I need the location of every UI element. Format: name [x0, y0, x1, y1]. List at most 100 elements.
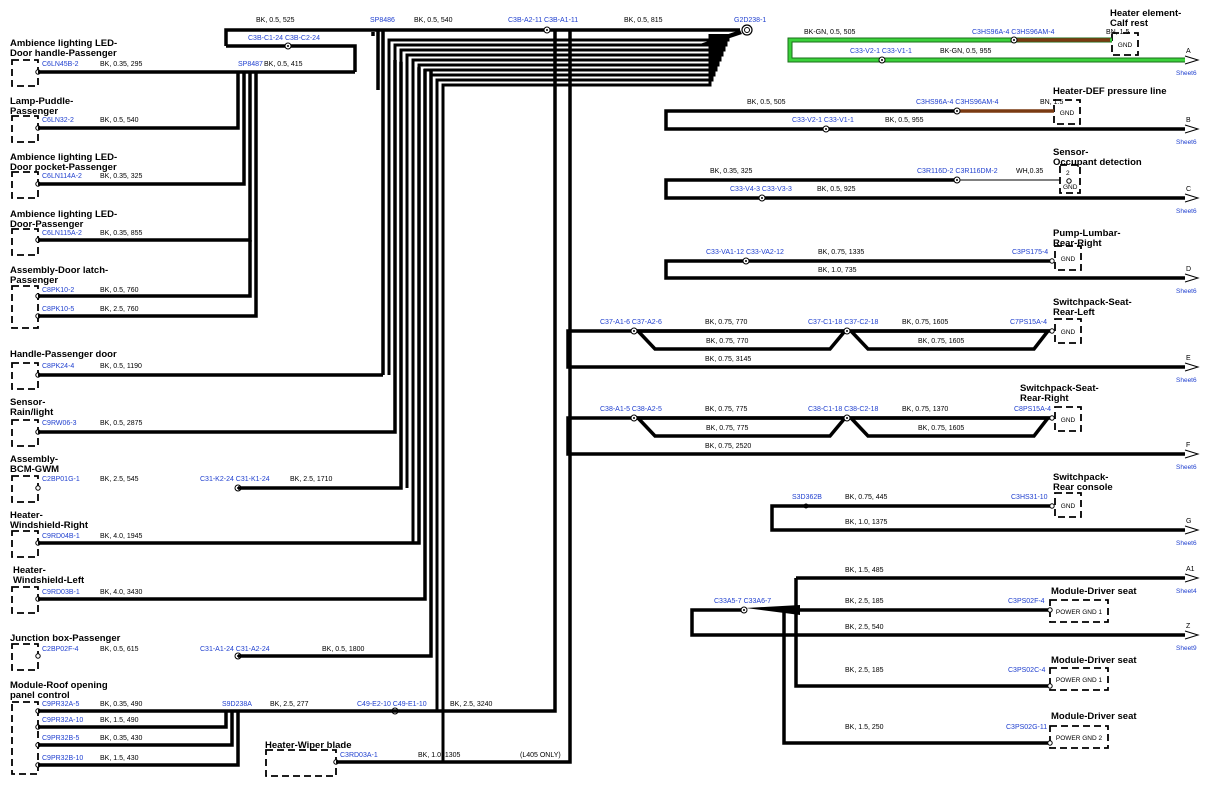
connector-label: C31-K2-24 C31-K1-24 [200, 476, 270, 483]
wire-label: BK, 2.5, 1710 [290, 476, 333, 483]
splice-label: SP8486 [370, 17, 395, 24]
reference-arrow [1184, 362, 1200, 372]
component-label: Sensor-Occupant detection [1053, 147, 1142, 168]
wire [38, 711, 240, 767]
wire [38, 72, 246, 186]
reference-label: Z [1186, 623, 1191, 630]
pin-number: 2 [1066, 170, 1070, 177]
wire [417, 34, 720, 543]
connector-label: C8PK10-5 [42, 306, 74, 313]
wire [411, 34, 722, 543]
connector-label: C3HS96A-4 C3HS96AM-4 [972, 29, 1055, 36]
sheet-label: Sheet6 [1176, 70, 1197, 77]
wire-label: BK, 0.75, 1605 [902, 319, 948, 326]
pin-marker [1066, 178, 1072, 184]
component-box [1049, 667, 1109, 691]
sheet-label: Sheet6 [1176, 208, 1197, 215]
wire [423, 34, 718, 599]
wire-label: BK, 1.5, 490 [100, 717, 139, 724]
connector-label: C33A5-7 C33A6-7 [714, 598, 771, 605]
wire-label: BK, 1.0, 1375 [845, 519, 888, 526]
wire [38, 72, 258, 318]
component-label: Pump-Lumbar-Rear-Right [1053, 228, 1121, 249]
wire-label: BN, 1.5 [1106, 29, 1129, 36]
wire-label: WH,0.35 [1016, 168, 1043, 175]
wire-label: BK, 0.75, 1370 [902, 406, 948, 413]
wire-label: BK, 2.5, 185 [845, 598, 884, 605]
reference-label: C [1186, 186, 1191, 193]
connector-label: C3HS96A-4 C3HS96AM-4 [916, 99, 999, 106]
reference-label: F [1186, 442, 1190, 449]
wire-label: BK, 1.5, 250 [845, 724, 884, 731]
connector-label: C9RD03B-1 [42, 589, 80, 596]
connector-label: C33-V2-1 C33-V1-1 [850, 48, 912, 55]
wire-label: BK, 0.35, 490 [100, 701, 143, 708]
sheet-label: Sheet6 [1176, 139, 1197, 146]
component-label: Assembly-Door latch-Passenger [10, 265, 108, 286]
component-box [1059, 164, 1081, 194]
component-label: Module-Driver seat [1051, 586, 1137, 597]
component-box [1054, 406, 1082, 432]
wire-label: BK, 0.75, 1605 [918, 425, 964, 432]
component-label: Sensor-Rain/light [10, 397, 54, 418]
wire [336, 30, 572, 764]
wire-label: BK, 0.5, 955 [885, 117, 924, 124]
connector-label: C9PR32B-5 [42, 735, 79, 742]
connector-dot [956, 179, 958, 181]
connector-label: C8PK10-2 [42, 287, 74, 294]
wire-label: BK, 0.5, 815 [624, 17, 663, 24]
sheet-label: Sheet6 [1176, 377, 1197, 384]
sheet-label: Sheet6 [1176, 288, 1197, 295]
component-label: Heater-Wiper blade [265, 740, 352, 751]
wire-label: BK, 0.5, 540 [100, 117, 139, 124]
connector-dot [846, 417, 848, 419]
connector-label: C3PS02G-11 [1006, 724, 1047, 731]
connector-label: C9PR32A-5 [42, 701, 79, 708]
wire-label: BK, 0.35, 325 [710, 168, 753, 175]
ground-label: GND [1063, 184, 1078, 191]
connector-dot [956, 110, 958, 112]
connector-label: C37-A1-6 C37-A2-6 [600, 319, 662, 326]
connector-label: C9PR32A-10 [42, 717, 83, 724]
wire-label: BK, 0.35, 325 [100, 173, 143, 180]
wire-label: BK, 0.75, 775 [705, 406, 748, 413]
ground-wedge [700, 30, 742, 46]
wire-label: BK, 0.5, 615 [100, 646, 139, 653]
splice-label: S3D362B [792, 494, 822, 501]
wire [770, 504, 1185, 532]
component-box [1054, 318, 1082, 344]
connector-label: C6LN32-2 [42, 117, 74, 124]
component-box [11, 228, 39, 256]
component-label: Heater-Windshield-Right [10, 510, 89, 531]
connector-dot [761, 197, 763, 199]
wire [664, 259, 1185, 280]
connector-label: C8PS15A-4 [1014, 406, 1051, 413]
wire-label: BK, 0.5, 540 [414, 17, 453, 24]
component-label: Heater-DEF pressure line [1053, 86, 1167, 97]
connector-label: C33-V4-3 C33-V3-3 [730, 186, 792, 193]
wire [405, 34, 724, 488]
connector-dot [825, 128, 827, 130]
sheet-label: Sheet6 [1176, 464, 1197, 471]
component-label: Ambience lighting LED-Door pocket-Passen… [10, 152, 117, 173]
component-label: Ambience lighting LED-Door-Passenger [10, 209, 117, 230]
component-label: Module-Driver seat [1051, 655, 1137, 666]
pin-marker [1049, 328, 1055, 334]
pin-marker [35, 653, 41, 659]
connector-label: C49-E2-10 C49-E1-10 [357, 701, 427, 708]
wire-label: BK, 0.5, 2875 [100, 420, 143, 427]
connector-label: C33-V2-1 C33-V1-1 [792, 117, 854, 124]
connector-label: C37-C1-18 C37-C2-18 [808, 319, 879, 326]
reference-arrow [1184, 124, 1200, 134]
component-box [1054, 492, 1082, 518]
wire-label: BK, 1.5, 430 [100, 755, 139, 762]
connector-label: C33-VA1-12 C33-VA2-12 [706, 249, 784, 256]
wire-label: BK, 0.5, 415 [264, 61, 303, 68]
wire [399, 34, 726, 488]
ground-label: POWER GND 1 [1056, 609, 1103, 616]
left-components: Ambience lighting LED-Door handle-Passen… [10, 30, 572, 777]
component-label: Handle-Passenger door [10, 349, 117, 360]
splice-dot [803, 503, 809, 509]
ground-label: GND [1061, 503, 1076, 510]
wire [435, 34, 714, 711]
